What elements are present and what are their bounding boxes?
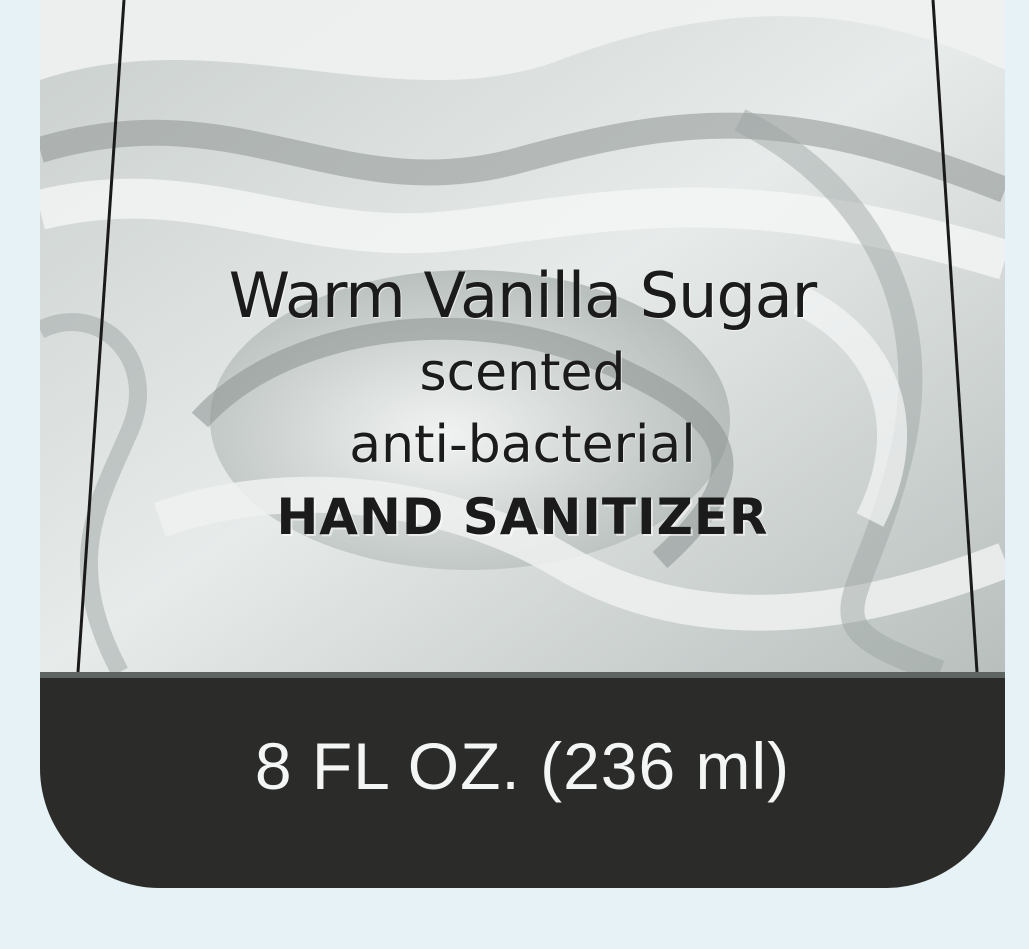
volume-text: 8 FL OZ. (236 ml) bbox=[254, 729, 791, 803]
product-name: Warm Vanilla Sugar bbox=[228, 259, 818, 332]
bottle-label: 8 FL OZ. (236 ml) bbox=[40, 0, 1005, 888]
type-line: anti-bacterial bbox=[349, 415, 696, 475]
label-border-right bbox=[931, 0, 979, 672]
product-type: HAND SANITIZER bbox=[276, 488, 769, 546]
label-text-block: Warm Vanilla Sugar scented anti-bacteria… bbox=[40, 258, 1005, 548]
label-border-left bbox=[76, 0, 126, 672]
swirl-background bbox=[40, 0, 1005, 672]
volume-band: 8 FL OZ. (236 ml) bbox=[40, 672, 1005, 888]
scent-line: scented bbox=[419, 343, 626, 403]
